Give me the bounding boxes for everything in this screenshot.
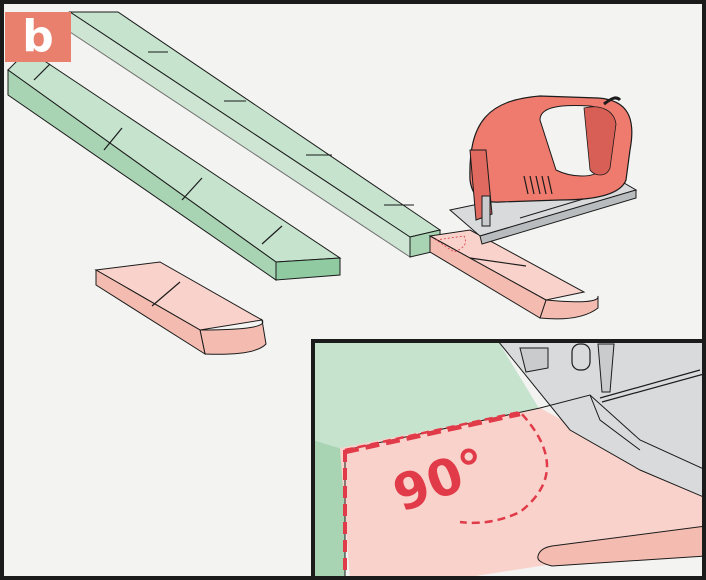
- left-board: [7, 49, 342, 281]
- jigsaw-icon: [448, 95, 638, 245]
- panel-label: b: [5, 12, 71, 62]
- zoom-inset: 90°: [311, 339, 706, 580]
- cut-piece: [94, 261, 267, 356]
- long-board: [68, 11, 442, 258]
- board-cut-end: [428, 229, 599, 320]
